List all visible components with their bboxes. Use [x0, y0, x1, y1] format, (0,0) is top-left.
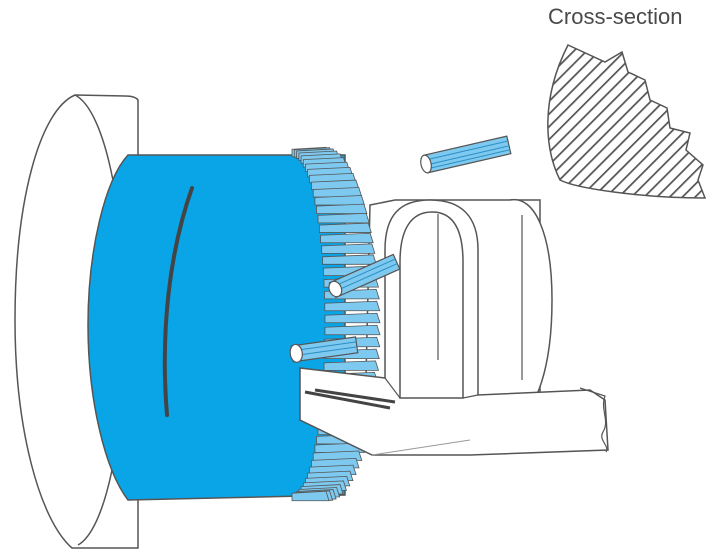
tooth-14: [318, 222, 372, 233]
cross-section-label: Cross-section: [548, 4, 683, 29]
tooth-22: [324, 312, 381, 324]
tooth-17: [322, 254, 377, 265]
tooth-12: [316, 203, 368, 215]
flute-fragment-top: [420, 135, 512, 174]
tooth-26: [323, 360, 380, 371]
tooth-21: [324, 300, 381, 312]
tooth-16: [321, 243, 376, 254]
tooth-11: [314, 195, 365, 206]
tool-body: [87, 154, 346, 501]
tooth-23: [324, 324, 381, 336]
tooth-45: [291, 490, 330, 502]
flute-fragment-mid: [328, 253, 401, 299]
tooth-35: [312, 450, 363, 461]
flute-fragment-low: [289, 336, 359, 363]
cross-section-shape: [547, 44, 707, 199]
tooth-15: [320, 232, 374, 244]
body-marking: [162, 186, 194, 417]
workpiece-front: [299, 199, 609, 456]
tooth-13: [317, 212, 370, 224]
